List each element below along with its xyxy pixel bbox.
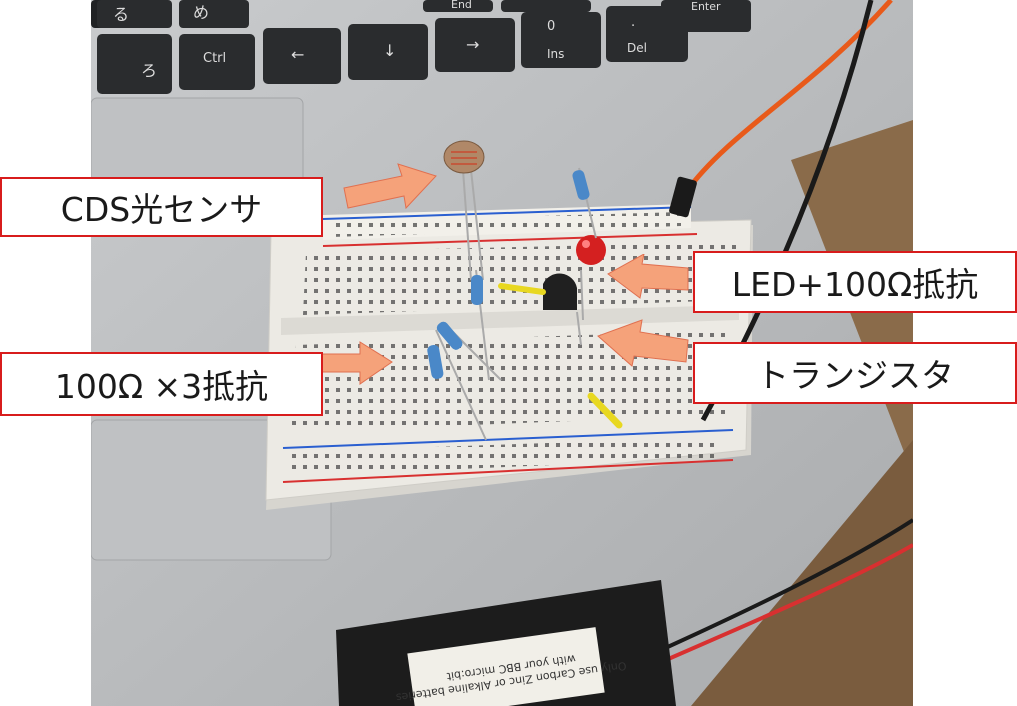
transistor-label: トランジスタ	[693, 342, 1017, 404]
arrow-to-resistors	[322, 341, 393, 385]
arrow-to-transistor	[597, 319, 689, 367]
led	[572, 167, 606, 321]
key-ru: る	[113, 5, 129, 24]
key-end: End	[451, 0, 472, 11]
cds-sensor-label: CDS光センサ	[0, 177, 323, 237]
key-ro: ろ	[141, 61, 157, 80]
key-ins: Ins	[547, 47, 564, 61]
key-right: →	[466, 35, 479, 54]
key-me: め	[193, 3, 209, 22]
key-down: ↓	[383, 41, 396, 60]
jumper-wire-bottom	[587, 392, 623, 429]
key-ctrl: Ctrl	[203, 51, 226, 66]
resistors	[427, 269, 502, 441]
key-enter: Enter	[691, 0, 721, 13]
key-zero: 0	[547, 19, 555, 34]
arrow-to-led	[607, 254, 689, 299]
jumper-wire-top	[498, 283, 546, 295]
resistors-label: 100Ω ×3抵抗	[0, 352, 323, 416]
led-label: LED+100Ω抵抗	[693, 251, 1017, 313]
key-dot: .	[631, 15, 635, 30]
keyboard: る め End Enter ろ Ctrl ← ↓ → 0 Ins . Del	[91, 0, 751, 94]
cds-sensor-label-text: CDS光センサ	[60, 190, 263, 229]
transistor-label-text: トランジスタ	[756, 356, 954, 395]
cds-sensor	[443, 140, 485, 281]
resistors-label-text: 100Ω ×3抵抗	[54, 367, 269, 406]
transistor	[543, 273, 582, 346]
arrow-to-cds	[343, 163, 437, 210]
key-left: ←	[291, 45, 304, 64]
battery-box: Only use Carbon Zinc or Alkaline batteri…	[336, 580, 676, 706]
key-del: Del	[627, 41, 647, 55]
led-label-text: LED+100Ω抵抗	[731, 265, 979, 304]
